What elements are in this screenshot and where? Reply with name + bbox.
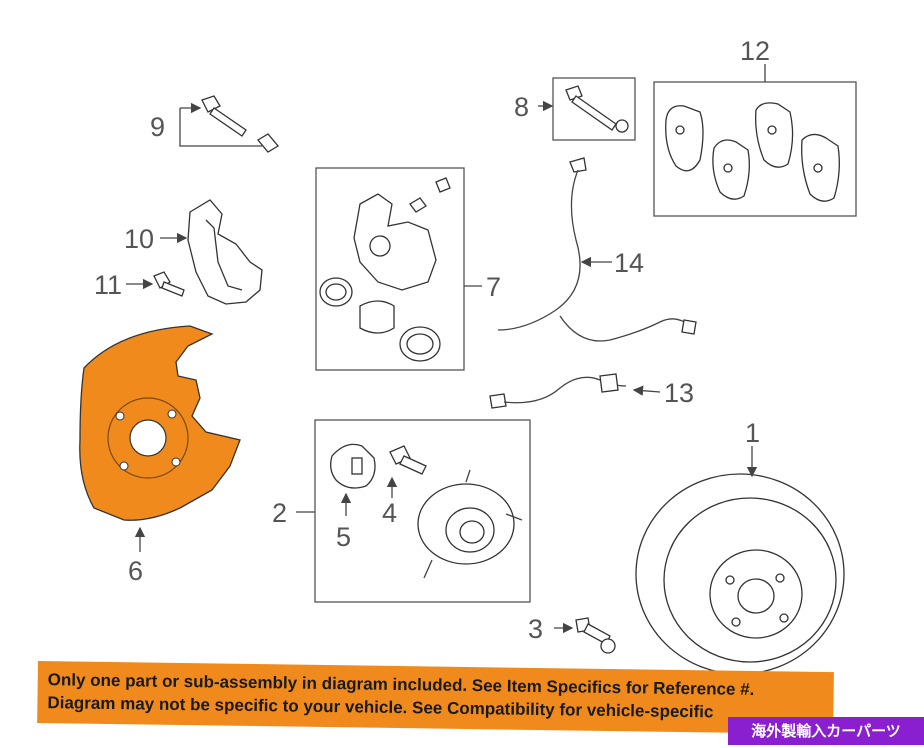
callout-2: 2 (272, 498, 287, 528)
callout-9: 9 (150, 112, 165, 142)
callout-4: 4 (382, 498, 397, 528)
callout-11: 11 (94, 270, 122, 300)
callout-5: 5 (336, 522, 351, 552)
callout-14: 14 (614, 248, 644, 278)
part-9-bleeder-bolt (179, 95, 279, 153)
part-5-bearing (330, 443, 376, 516)
callout-7: 7 (486, 272, 501, 302)
part-1-brake-rotor (635, 446, 845, 675)
callout-13: 13 (664, 378, 694, 408)
callout-3: 3 (528, 614, 543, 644)
callout-6: 6 (128, 556, 143, 586)
callout-10: 10 (124, 224, 154, 254)
part-6-dust-shield (79, 325, 241, 552)
part-14-abs-sensor-wire (497, 157, 697, 342)
callout-12: 12 (740, 36, 770, 66)
part-3-rotor-bolt (554, 617, 616, 654)
import-parts-badge: 海外製輸入カーパーツ (728, 717, 924, 745)
disclaimer-banner: Only one part or sub-assembly in diagram… (37, 661, 834, 735)
callout-1: 1 (745, 418, 760, 448)
part-10-caliper-bracket (160, 199, 263, 305)
part-13-wheel-speed-sensor (489, 373, 661, 409)
part-2-hub-assembly (296, 419, 531, 603)
part-11-bracket-bolt (126, 271, 185, 297)
part-12-brake-pads (653, 64, 857, 217)
part-7-caliper (315, 167, 482, 371)
part-4-hub-bolt (386, 445, 427, 498)
part-8-guide-pin (538, 77, 636, 141)
callout-8: 8 (514, 92, 529, 122)
